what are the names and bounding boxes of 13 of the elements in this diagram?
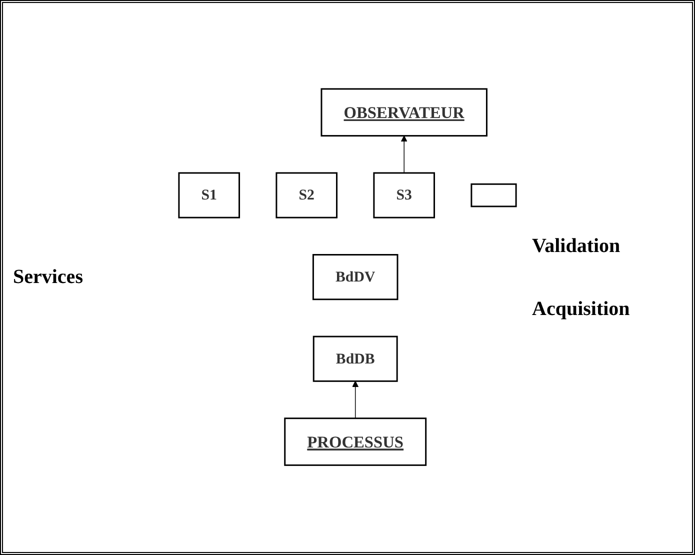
node-box: S3	[373, 172, 435, 219]
arrow	[400, 136, 408, 174]
node-box: BdDV	[312, 254, 398, 301]
node-box: S1	[178, 172, 240, 219]
node-box: S2	[276, 172, 338, 219]
note-text: Acquisition	[532, 298, 631, 320]
note-text: Validation	[532, 234, 622, 258]
node-box: OBSERVATEUR	[320, 88, 488, 137]
note-text: Services	[13, 266, 84, 289]
arrow	[352, 381, 359, 420]
node-box: PROCESSUS	[284, 418, 427, 466]
node-box	[470, 184, 517, 208]
node-box: BdDB	[312, 336, 398, 382]
